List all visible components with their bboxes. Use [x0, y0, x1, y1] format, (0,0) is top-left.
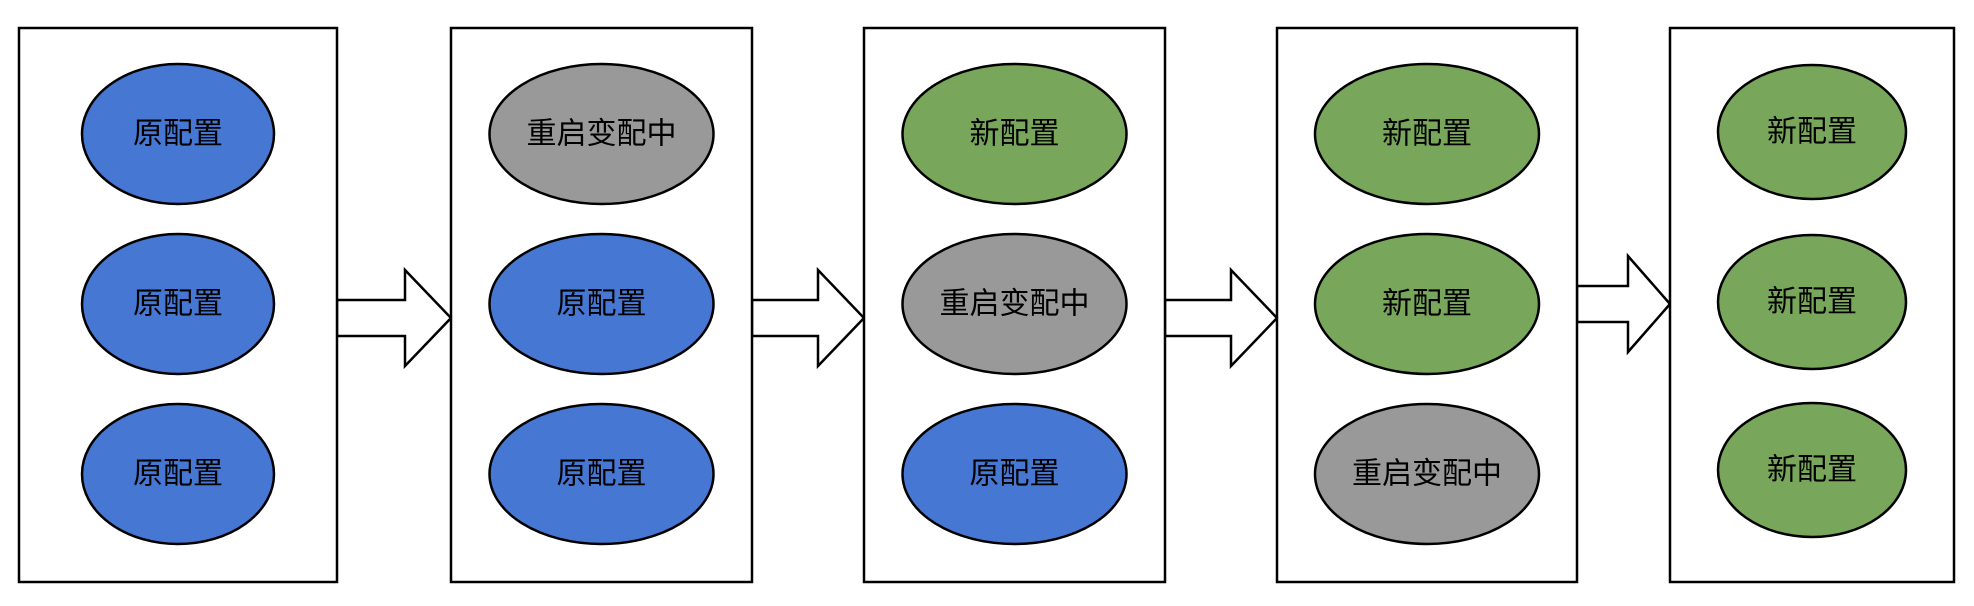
node-restarting: 重启变配中 — [901, 232, 1128, 376]
node-ellipse — [1313, 402, 1541, 546]
node-ellipse — [1716, 63, 1908, 201]
node-label: 原配置 — [557, 287, 647, 322]
node-label: 原配置 — [133, 117, 223, 152]
node-ellipse — [1716, 401, 1908, 539]
node-new: 新配置 — [1716, 63, 1908, 201]
node-ellipse — [901, 402, 1128, 546]
node-label: 新配置 — [1382, 287, 1472, 322]
node-ellipse — [488, 62, 715, 206]
node-label: 原配置 — [133, 457, 223, 492]
step-arrow-1 — [335, 266, 453, 370]
node-ellipse — [80, 62, 276, 206]
node-restarting: 重启变配中 — [488, 62, 715, 206]
node-new: 新配置 — [1313, 232, 1541, 376]
node-label: 重启变配中 — [1352, 457, 1502, 492]
node-label: 原配置 — [133, 287, 223, 322]
step-arrow-4 — [1575, 252, 1672, 356]
node-label: 重启变配中 — [940, 287, 1090, 322]
node-label: 新配置 — [1767, 453, 1857, 488]
node-ellipse — [1313, 232, 1541, 376]
node-new: 新配置 — [1716, 401, 1908, 539]
node-ellipse — [1716, 233, 1908, 371]
node-label: 原配置 — [557, 457, 647, 492]
node-label: 新配置 — [970, 117, 1060, 152]
node-ellipse — [488, 402, 715, 546]
node-original: 原配置 — [80, 232, 276, 376]
node-original: 原配置 — [488, 232, 715, 376]
node-original: 原配置 — [488, 402, 715, 546]
step-arrow-2 — [750, 266, 866, 370]
node-new: 新配置 — [901, 62, 1128, 206]
node-ellipse — [488, 232, 715, 376]
node-new: 新配置 — [1716, 233, 1908, 371]
node-original: 原配置 — [901, 402, 1128, 546]
node-ellipse — [901, 232, 1128, 376]
step-arrow-3 — [1163, 266, 1279, 370]
node-label: 原配置 — [970, 457, 1060, 492]
node-label: 新配置 — [1382, 117, 1472, 152]
node-ellipse — [80, 402, 276, 546]
node-original: 原配置 — [80, 402, 276, 546]
node-new: 新配置 — [1313, 62, 1541, 206]
node-original: 原配置 — [80, 62, 276, 206]
node-ellipse — [80, 232, 276, 376]
node-ellipse — [1313, 62, 1541, 206]
node-label: 重启变配中 — [527, 117, 677, 152]
node-label: 新配置 — [1767, 285, 1857, 320]
node-restarting: 重启变配中 — [1313, 402, 1541, 546]
node-ellipse — [901, 62, 1128, 206]
node-label: 新配置 — [1767, 115, 1857, 150]
